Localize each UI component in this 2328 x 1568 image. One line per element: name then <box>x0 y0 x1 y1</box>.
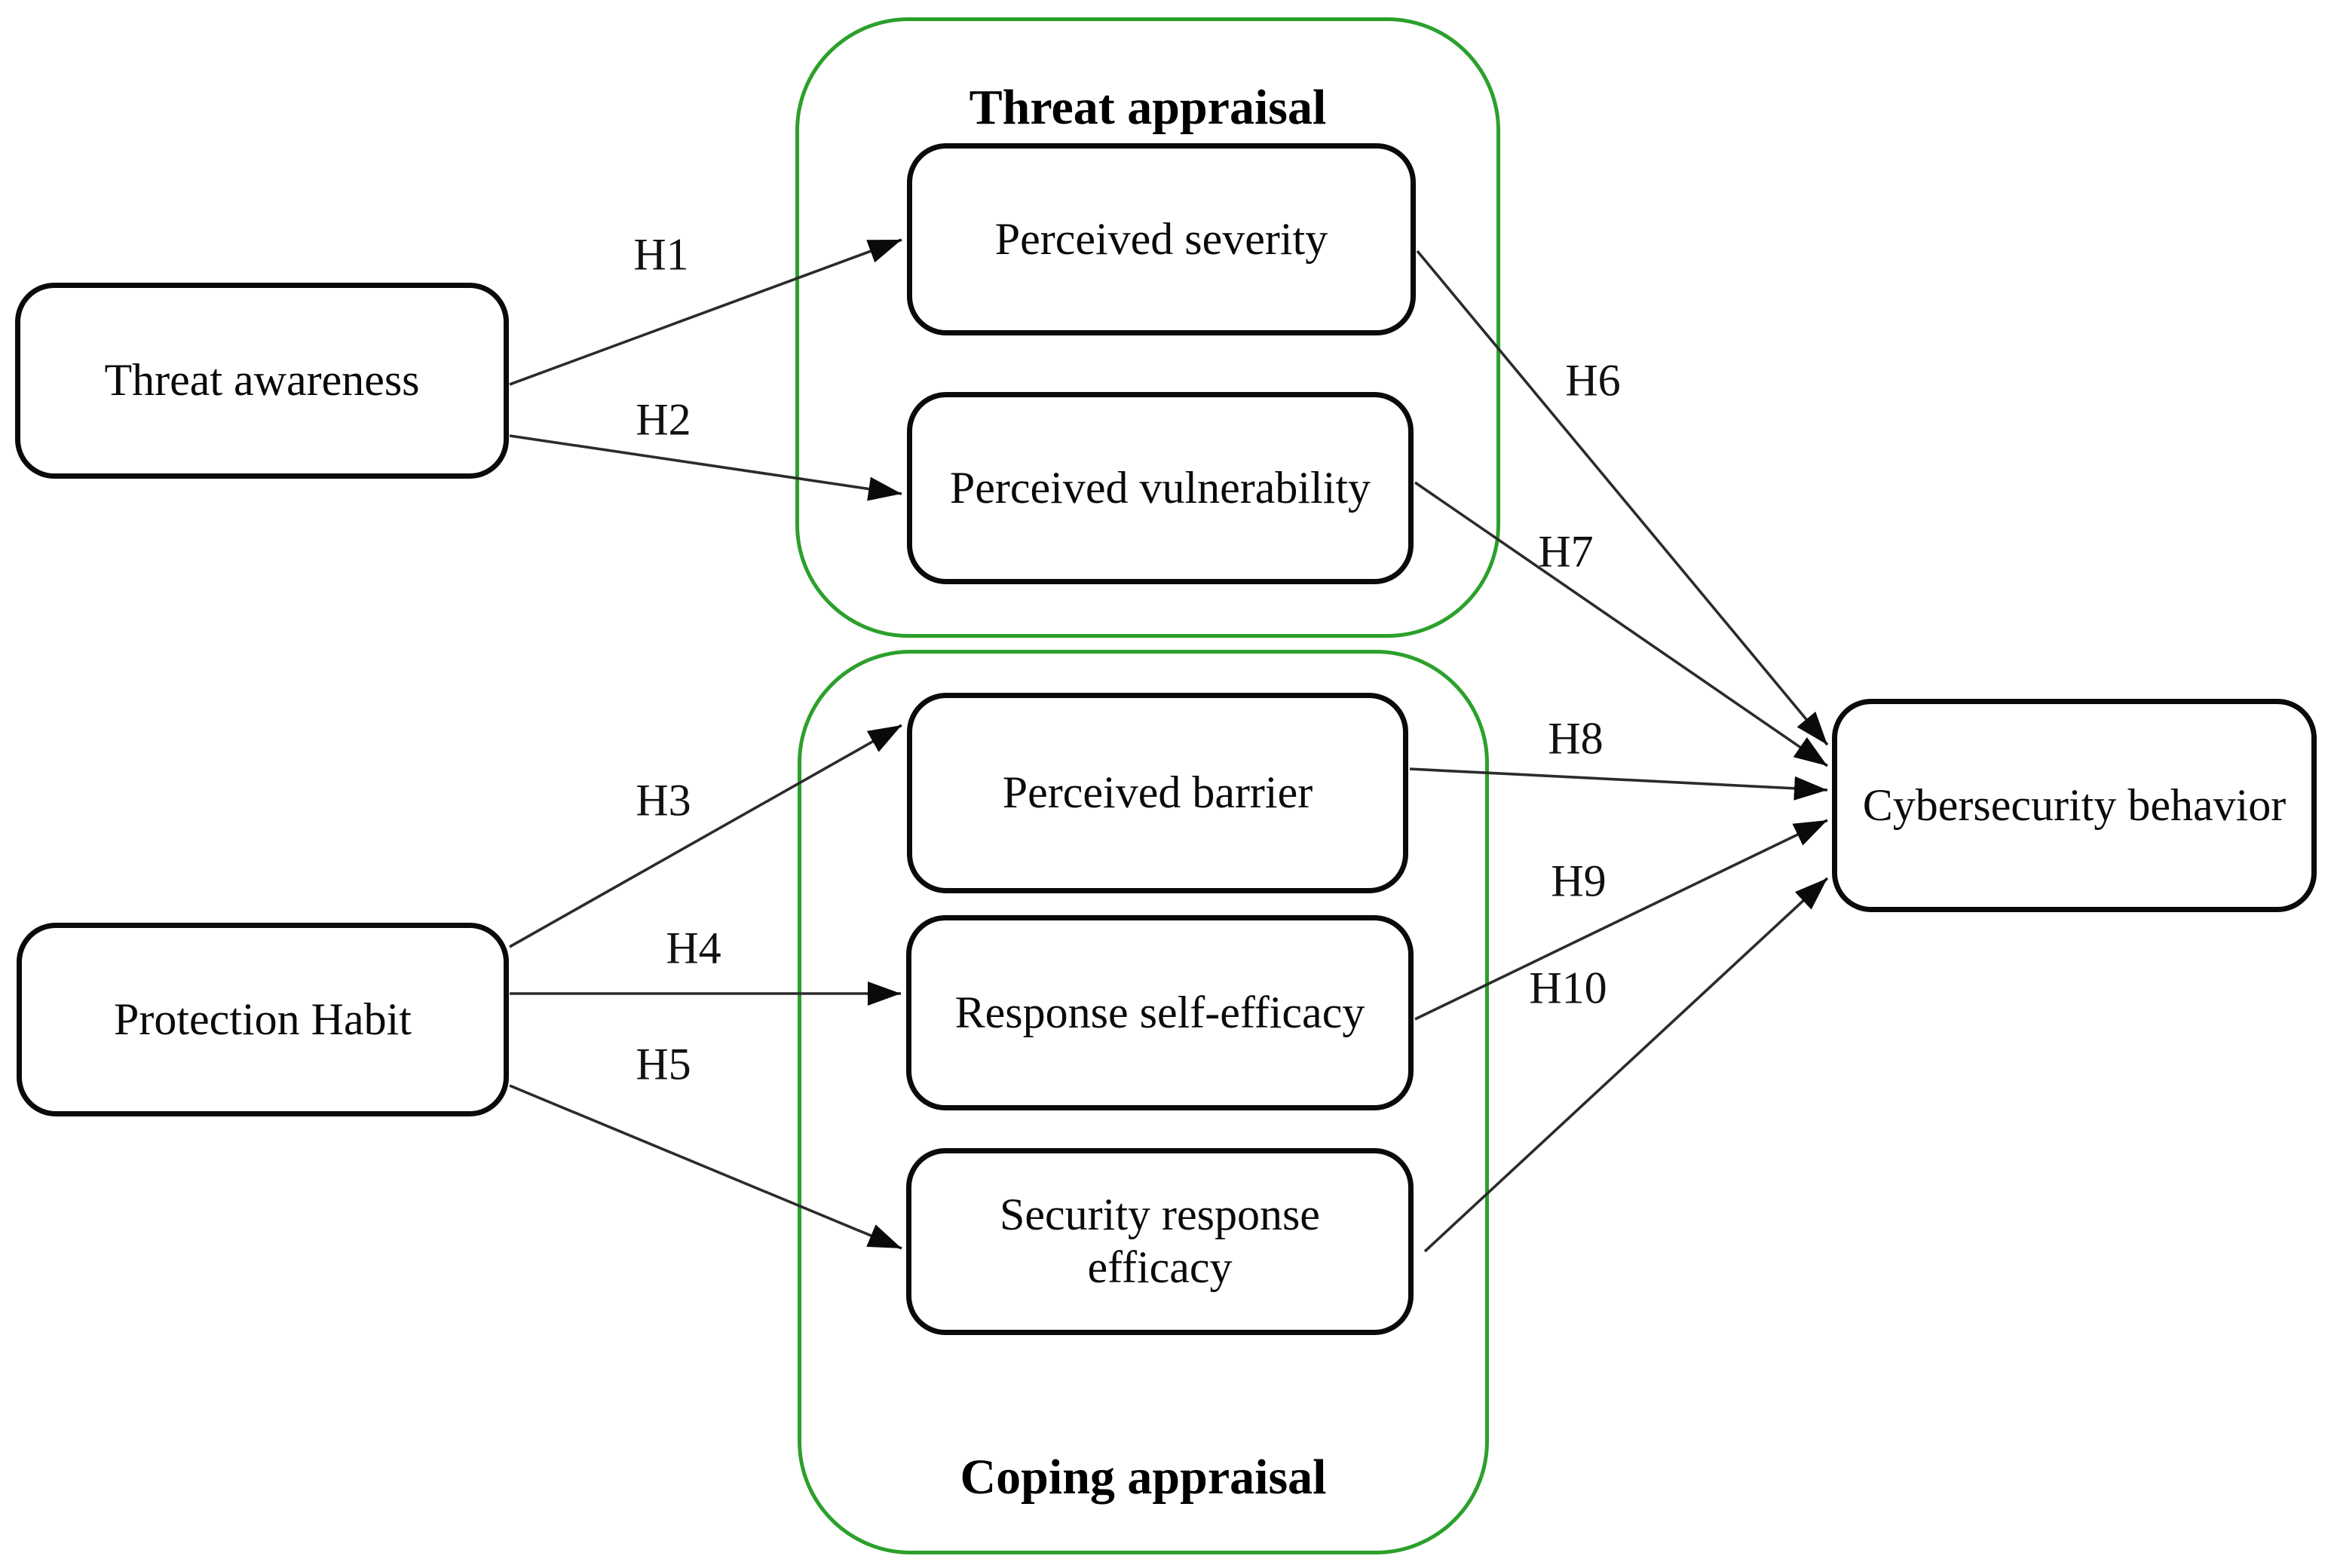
node-label-perceived-vulnerability: Perceived vulnerability <box>949 462 1371 513</box>
node-response-self-efficacy: Response self-efficacy <box>906 915 1414 1110</box>
group-title-coping-appraisal: Coping appraisal <box>960 1450 1327 1505</box>
node-threat-awareness: Threat awareness <box>15 283 509 479</box>
hypothesis-label-h5: H5 <box>636 1039 691 1089</box>
hypothesis-label-h3: H3 <box>636 775 691 825</box>
node-protection-habit: Protection Habit <box>17 923 509 1116</box>
node-label-perceived-severity: Perceived severity <box>994 213 1328 264</box>
hypothesis-label-h1: H1 <box>633 229 689 280</box>
hypothesis-label-h7: H7 <box>1538 526 1594 577</box>
node-perceived-vulnerability: Perceived vulnerability <box>907 392 1414 584</box>
group-title-threat-appraisal: Threat appraisal <box>969 80 1327 135</box>
hypothesis-label-h2: H2 <box>636 394 691 445</box>
hypothesis-label-h8: H8 <box>1548 713 1604 764</box>
node-label-response-self-efficacy: Response self-efficacy <box>954 987 1365 1037</box>
node-label-perceived-barrier: Perceived barrier <box>1002 767 1313 818</box>
node-label-security-response-efficacy: Security response efficacy <box>1000 1190 1320 1292</box>
node-perceived-severity: Perceived severity <box>907 143 1416 335</box>
hypothesis-label-h6: H6 <box>1565 355 1621 406</box>
node-label-cybersecurity-behavior: Cybersecurity behavior <box>1862 779 2287 830</box>
hypothesis-label-h9: H9 <box>1551 856 1607 906</box>
node-perceived-barrier: Perceived barrier <box>907 693 1408 893</box>
node-label-protection-habit: Protection Habit <box>114 994 412 1044</box>
node-label-threat-awareness: Threat awareness <box>104 355 420 406</box>
hypothesis-label-h10: H10 <box>1529 963 1607 1013</box>
node-cybersecurity-behavior: Cybersecurity behavior <box>1832 699 2317 912</box>
node-security-response-efficacy: Security response efficacy <box>906 1148 1414 1335</box>
hypothesis-label-h4: H4 <box>666 923 721 973</box>
